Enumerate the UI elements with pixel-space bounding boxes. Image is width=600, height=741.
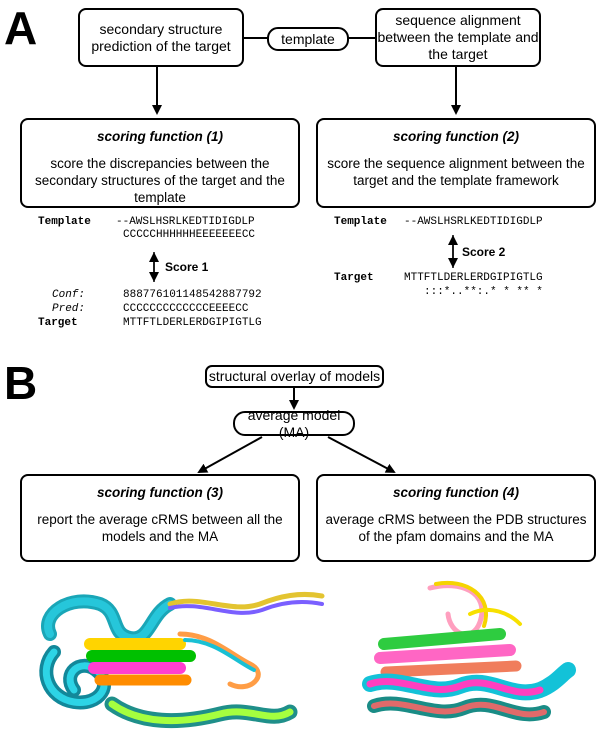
sequence-alignment-box: sequence alignment between the template … (375, 8, 541, 67)
left-template-label: Template (38, 216, 91, 228)
secondary-structure-prediction-box: secondary structure prediction of the ta… (78, 8, 244, 67)
scoring-function-2-text: score the sequence alignment between the… (327, 156, 585, 188)
right-target-label: Target (334, 272, 374, 284)
conf-sequence: 888776101148542887792 (123, 289, 262, 301)
scoring-function-2-title: scoring function (2) (393, 129, 519, 144)
right-target-sequence: MTTFTLDERLERDGIPIGTLG (404, 272, 543, 284)
right-template-sequence: --AWSLHSRLKEDTIDIGDLP (404, 216, 543, 228)
pred-label: Pred: (52, 303, 86, 315)
scoring-function-1-box: scoring function (1) score the discrepan… (20, 118, 300, 208)
model-overlay-structure-left (39, 591, 325, 728)
arrow-to-sf4 (327, 436, 396, 473)
secondary-structure-prediction-text: secondary structure prediction of the ta… (91, 20, 231, 54)
conf-label: Conf: (52, 289, 86, 301)
scoring-function-1-title: scoring function (1) (97, 129, 223, 144)
structural-overlay-text: structural overlay of models (208, 368, 381, 384)
panel-b-letter: B (4, 357, 38, 409)
pfam-overlay-structure-right (362, 580, 576, 722)
right-template-label: Template (334, 216, 387, 228)
left-target-label: Target (38, 317, 78, 329)
alignment-match-line: :::*..**:.* * ** * (424, 286, 543, 298)
scoring-function-2-box: scoring function (2) score the sequence … (316, 118, 596, 208)
scoring-function-4-text: average cRMS between the PDB structures … (325, 512, 587, 544)
scoring-function-3-text: report the average cRMS between all the … (37, 512, 283, 544)
left-template-secondary-structure: CCCCCHHHHHHEEEEEEECC (123, 229, 256, 241)
average-model-box: average model (MA) (233, 407, 355, 440)
left-template-sequence: --AWSLHSRLKEDTIDIGDLP (116, 216, 255, 228)
arrow-to-sf3 (197, 436, 263, 473)
scoring-function-1-text: score the discrepancies between the seco… (35, 156, 285, 205)
template-pill: template (267, 27, 349, 51)
left-target-sequence: MTTFTLDERLERDGIPIGTLG (123, 317, 262, 329)
scoring-function-4-title: scoring function (4) (393, 485, 519, 500)
panel-a-letter: A (4, 2, 38, 54)
sequence-alignment-text: sequence alignment between the template … (377, 12, 539, 62)
structural-overlay-box: structural overlay of models (205, 365, 384, 388)
score-2-label: Score 2 (462, 245, 506, 259)
scoring-function-4-box: scoring function (4) average cRMS betwee… (316, 474, 596, 562)
scoring-function-3-title: scoring function (3) (97, 485, 223, 500)
scoring-function-3-box: scoring function (3) report the average … (20, 474, 300, 562)
average-model-text: average model (MA) (247, 406, 341, 440)
pred-sequence: CCCCCCCCCCCCCEEEECC (123, 303, 249, 315)
score-1-label: Score 1 (165, 260, 209, 274)
